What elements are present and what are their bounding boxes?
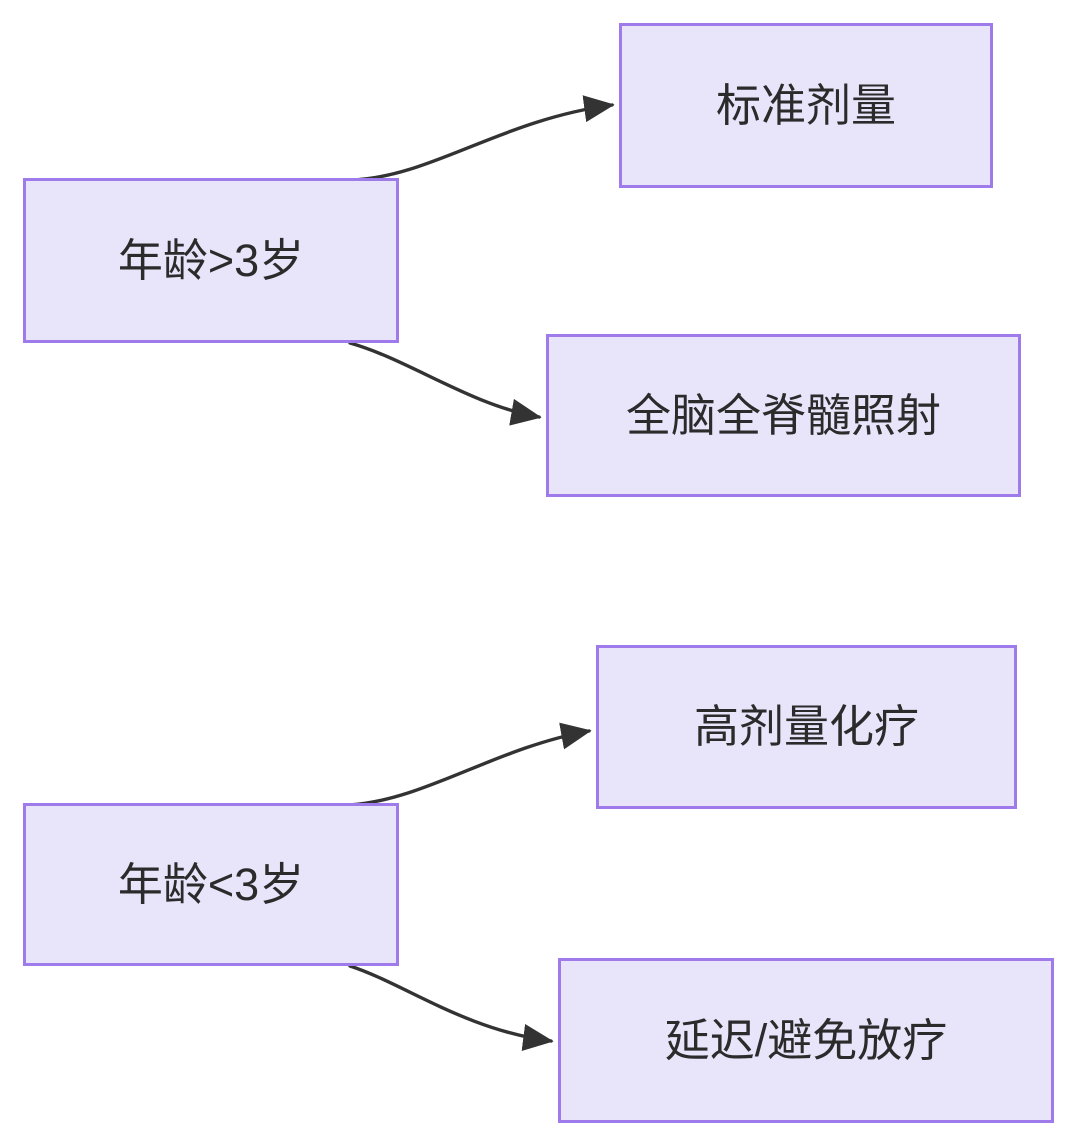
- edge-age-lt-3-to-high-dose-chemo: [348, 722, 592, 807]
- node-high-dose-chemo[interactable]: 高剂量化疗: [596, 645, 1017, 809]
- node-age-gt-3-label: 年龄>3岁: [117, 234, 305, 286]
- edge-age-lt-3-to-delay-avoid-radiotherapy: [348, 964, 554, 1051]
- node-standard-dose-label: 标准剂量: [715, 79, 896, 131]
- node-delay-avoid-radiotherapy[interactable]: 延迟/避免放疗: [558, 958, 1054, 1123]
- node-craniospinal-irradiation-label: 全脑全脊髓照射: [625, 389, 941, 441]
- edge-age-gt-3-to-standard-dose: [348, 95, 615, 182]
- node-delay-avoid-radiotherapy-label: 延迟/避免放疗: [664, 1014, 948, 1066]
- node-age-lt-3-label: 年龄<3岁: [117, 858, 305, 910]
- edge-age-gt-3-to-craniospinal-irradiation: [348, 341, 542, 426]
- node-age-lt-3[interactable]: 年龄<3岁: [23, 803, 399, 966]
- node-age-gt-3[interactable]: 年龄>3岁: [23, 178, 399, 343]
- node-high-dose-chemo-label: 高剂量化疗: [693, 701, 919, 753]
- node-craniospinal-irradiation[interactable]: 全脑全脊髓照射: [546, 334, 1021, 497]
- node-standard-dose[interactable]: 标准剂量: [619, 23, 993, 188]
